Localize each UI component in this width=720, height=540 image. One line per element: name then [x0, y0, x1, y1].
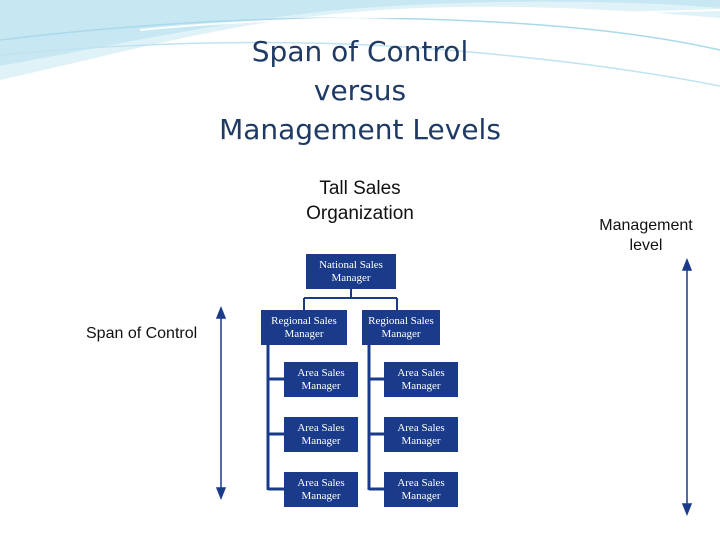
title-line-2: versus [313, 74, 407, 107]
area-sales-manager-box: Area Sales Manager [384, 362, 458, 397]
org-subtitle: Tall Sales Organization [280, 176, 440, 226]
management-level-label: Management level [586, 216, 706, 256]
management-level-line-2: level [629, 237, 663, 254]
title-line-3: Management Levels [219, 113, 501, 146]
regional-sales-manager-box: Regional Sales Manager [362, 310, 440, 345]
management-level-line-1: Management [599, 217, 693, 234]
area-sales-manager-box: Area Sales Manager [384, 417, 458, 452]
slide-title: Span of Control versus Management Levels [0, 32, 720, 149]
area-sales-manager-box: Area Sales Manager [284, 362, 358, 397]
regional-sales-manager-box: Regional Sales Manager [261, 310, 347, 345]
area-sales-manager-box: Area Sales Manager [384, 472, 458, 507]
area-sales-manager-box: Area Sales Manager [284, 417, 358, 452]
span-of-control-label: Span of Control [86, 325, 198, 342]
management-level-arrow [681, 257, 693, 517]
subtitle-line-2: Organization [306, 203, 414, 224]
span-of-control-arrow [215, 305, 227, 501]
area-sales-manager-box: Area Sales Manager [284, 472, 358, 507]
title-line-1: Span of Control [251, 35, 469, 68]
national-sales-manager-box: National Sales Manager [306, 254, 396, 289]
subtitle-line-1: Tall Sales [319, 178, 401, 199]
decorative-banner [0, 0, 720, 87]
